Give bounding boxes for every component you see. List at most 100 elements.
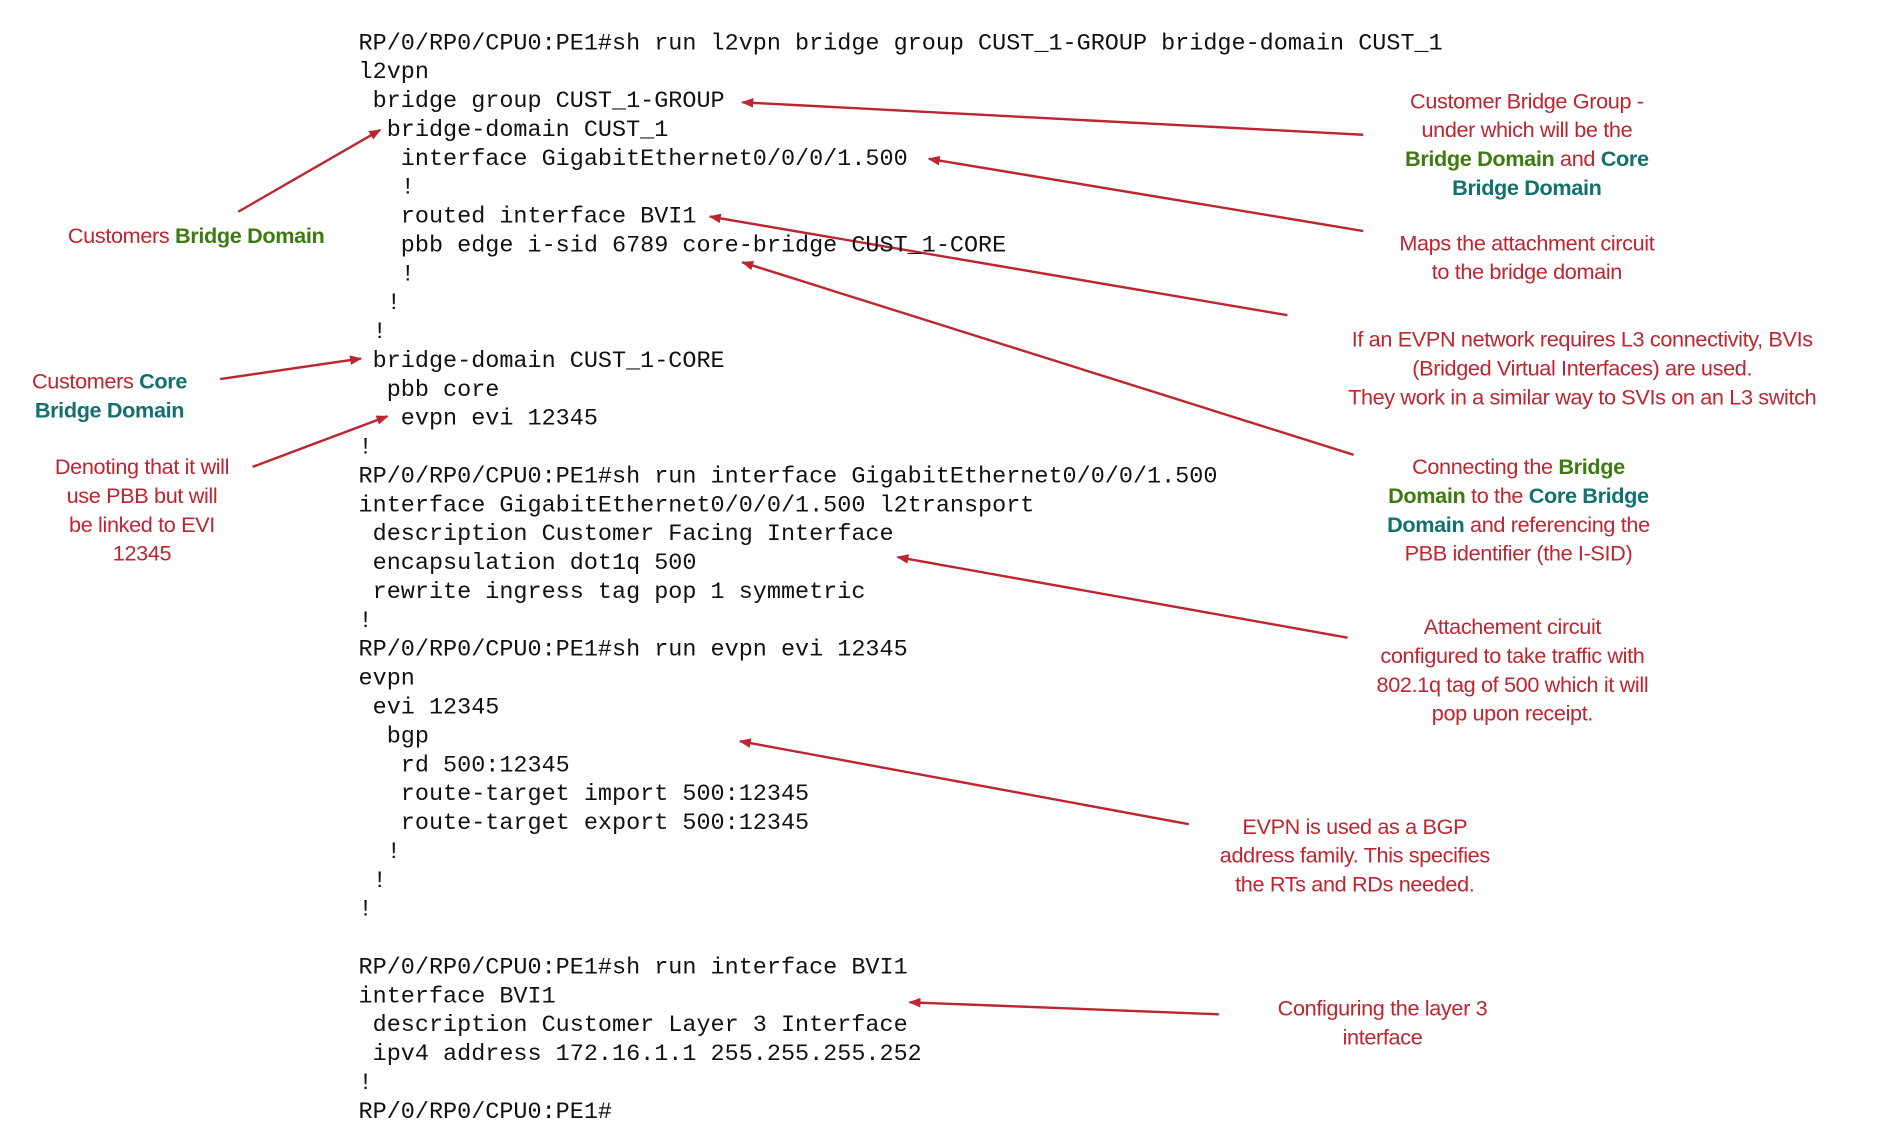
annotation-text: Maps the attachment circuit (1399, 231, 1655, 256)
code-line: routed interface BVI1 (358, 203, 697, 230)
code-line: RP/0/RP0/CPU0:PE1#sh run l2vpn bridge gr… (358, 30, 1443, 57)
annotation-text: Customers (67, 223, 176, 248)
annotation-arrow (708, 213, 1288, 317)
annotation-line: If an EVPN network requires L3 connectiv… (1305, 325, 1858, 354)
annotation-line: (Bridged Virtual Interfaces) are used. (1305, 354, 1858, 383)
annotation-line: They work in a similar way to SVIs on an… (1305, 383, 1858, 412)
code-line: encapsulation dot1q 500 (358, 549, 697, 577)
annotation-line: 802.1q tag of 500 which it will (1236, 670, 1789, 699)
code-line: ! (358, 1069, 373, 1097)
annotation-text: 802.1q tag of 500 which it will (1376, 672, 1649, 697)
code-line: description Customer Facing Interface (358, 520, 894, 548)
code-line: evi 12345 (358, 694, 500, 721)
annotation-line: 12345 (0, 539, 419, 568)
code-line: ! (358, 838, 401, 866)
customers-bridge-domain-note: Customers Bridge Domain (0, 221, 473, 250)
annotation-line: Configuring the layer 3 (1106, 994, 1659, 1023)
code-line: pbb edge i-sid 6789 core-bridge CUST_1-C… (358, 232, 1007, 259)
code-line: ! (358, 867, 387, 894)
code-line: ! (358, 261, 415, 288)
code-line: interface GigabitEthernet0/0/0/1.500 l2t… (358, 492, 1035, 519)
code-line: pbb core (358, 376, 500, 404)
code-line: RP/0/RP0/CPU0:PE1#sh run interface Gigab… (358, 463, 1218, 490)
annotation-line: Attachement circuit (1236, 612, 1789, 641)
annotation-text: under which will be the (1421, 117, 1633, 142)
annotation-arrow (220, 355, 363, 381)
code-line: RP/0/RP0/CPU0:PE1#sh run evpn evi 12345 (358, 636, 908, 663)
code-line: evpn evi 12345 (358, 405, 598, 432)
annotation-arrow (741, 260, 1354, 456)
annotation-text: Bridge Domain (175, 223, 325, 248)
annotation-line: Customer Bridge Group - (1250, 87, 1803, 116)
annotation-text: Bridge Domain (34, 398, 185, 423)
annotation-text: Attachement circuit (1423, 614, 1602, 639)
annotation-text: Core Bridge (1528, 483, 1649, 508)
annotation-text: Connecting the (1412, 454, 1559, 479)
code-line: rd 500:12345 (358, 752, 570, 779)
annotation-text: Core (1600, 146, 1649, 171)
annotation-line: Domain and referencing the (1242, 510, 1795, 539)
attachment-circuit-map-note: Maps the attachment circuit to the bridge… (1250, 229, 1803, 287)
annotation-line: use PBB but will (0, 481, 419, 510)
annotation-text: Domain (1388, 483, 1466, 508)
customer-bridge-group-note: Customer Bridge Group - under which will … (1250, 87, 1803, 203)
code-line: ! (358, 174, 415, 201)
annotation-text: If an EVPN network requires L3 connectiv… (1351, 327, 1813, 352)
annotation-text: to the bridge domain (1431, 259, 1623, 284)
annotation-line: Customers Bridge Domain (0, 221, 473, 250)
annotation-text: and referencing the (1464, 512, 1650, 537)
annotation-text: They work in a similar way to SVIs on an… (1348, 385, 1817, 410)
annotation-line: be linked to EVI (0, 510, 419, 539)
code-line: bgp (358, 723, 429, 750)
code-line: ! (358, 289, 401, 317)
annotation-line: Bridge Domain (1250, 173, 1803, 202)
annotation-text: use PBB but will (66, 483, 218, 508)
annotation-line: Domain to the Core Bridge (1242, 481, 1795, 510)
annotation-text: (Bridged Virtual Interfaces) are used. (1412, 356, 1753, 381)
code-line: bridge-domain CUST_1-CORE (358, 347, 725, 375)
annotation-arrow (252, 415, 389, 468)
code-line: bridge group CUST_1-GROUP (358, 87, 725, 115)
annotation-arrow (896, 554, 1348, 639)
annotation-arrow (927, 155, 1364, 233)
annotation-text: PBB identifier (the I-SID) (1404, 541, 1633, 566)
annotation-line: Customers Core (0, 367, 386, 396)
code-line: l2vpn (358, 58, 429, 86)
code-line: RP/0/RP0/CPU0:PE1# (358, 1098, 612, 1125)
annotation-text: Core (139, 369, 188, 394)
annotation-line: EVPN is used as a BGP (1078, 812, 1631, 841)
code-line: ! (358, 607, 373, 635)
annotation-arrow (741, 98, 1364, 136)
annotation-arrow (237, 128, 382, 213)
annotation-text: and (1554, 146, 1601, 171)
code-line: interface GigabitEthernet0/0/0/1.500 (358, 145, 908, 173)
cli-output: RP/0/RP0/CPU0:PE1#sh run l2vpn bridge gr… (359, 29, 1443, 1126)
annotation-text: Customers (31, 369, 140, 394)
code-line: rewrite ingress tag pop 1 symmetric (358, 578, 866, 606)
annotation-text: to the (1465, 483, 1529, 508)
annotation-text: address family. This specifies (1219, 843, 1490, 868)
code-line: evpn (358, 665, 415, 692)
annotation-line: to the bridge domain (1250, 257, 1803, 286)
annotation-text: Configuring the layer 3 (1277, 996, 1488, 1021)
annotation-text: Bridge Domain (1405, 146, 1555, 171)
annotation-line: pop upon receipt. (1236, 699, 1789, 728)
annotation-text: the RTs and RDs needed. (1235, 872, 1475, 897)
code-line: route-target import 500:12345 (358, 780, 810, 808)
layer3-interface-note: Configuring the layer 3 interface (1106, 994, 1659, 1052)
annotation-line: PBB identifier (the I-SID) (1242, 539, 1795, 568)
annotation-line: Maps the attachment circuit (1250, 229, 1803, 258)
code-line: interface BVI1 (358, 983, 556, 1010)
annotation-text: interface (1342, 1025, 1423, 1050)
annotation-arrow (738, 738, 1189, 826)
annotation-text: EVPN is used as a BGP (1242, 814, 1468, 839)
annotation-text: Bridge (1558, 454, 1625, 479)
annotation-line: address family. This specifies (1078, 841, 1631, 870)
annotation-text: Customer Bridge Group - (1410, 89, 1644, 114)
